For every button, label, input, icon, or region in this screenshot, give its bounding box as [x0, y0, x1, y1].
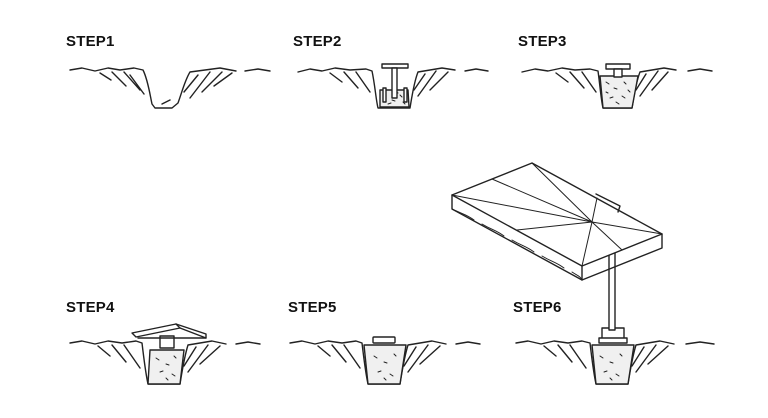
step-6-umbrella-installed — [451, 162, 715, 385]
step-3-label: STEP3 — [518, 33, 567, 50]
step-5-flush-plate — [289, 336, 481, 385]
step-2-anchor-in-hole — [297, 63, 489, 109]
step-1-empty-hole — [69, 67, 271, 109]
step-2-label: STEP2 — [293, 33, 342, 50]
step-3-filled-hole — [521, 63, 713, 109]
step-4-label: STEP4 — [66, 299, 115, 316]
step-1-label: STEP1 — [66, 33, 115, 50]
step-6-label: STEP6 — [513, 299, 562, 316]
step-4-base-plate — [69, 323, 261, 385]
step-5-label: STEP5 — [288, 299, 337, 316]
